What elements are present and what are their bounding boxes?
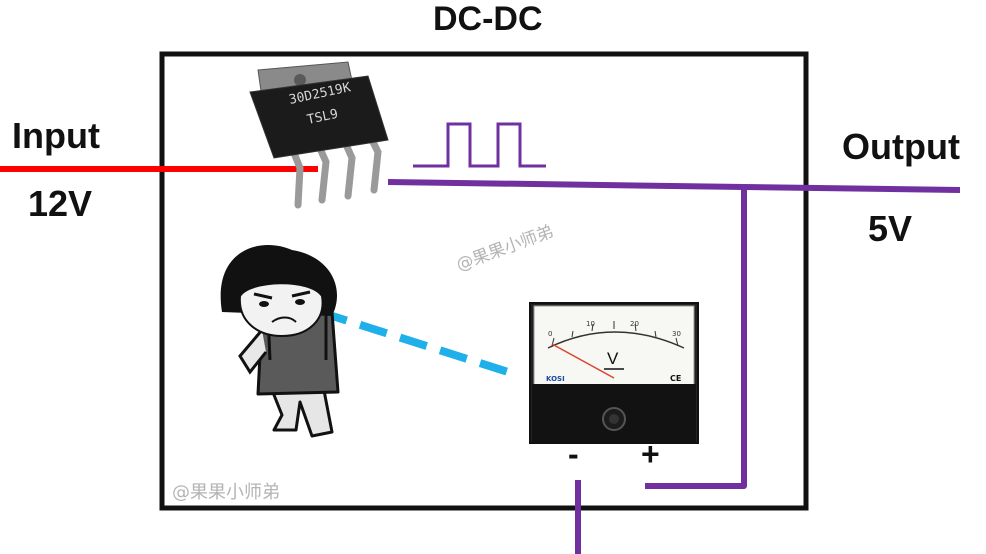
meter-negative-terminal: -: [568, 436, 579, 472]
chip-marking-2: TSL9: [306, 107, 340, 128]
sight-line: [318, 308, 510, 376]
meter-scale-30: 30: [672, 330, 681, 338]
output-voltage: 5V: [868, 208, 913, 249]
meter-scale-0: 0: [548, 330, 552, 338]
meme-character-icon: [220, 245, 340, 438]
meter-positive-terminal: +: [641, 436, 660, 472]
meter-scale-20: 20: [630, 320, 639, 328]
input-voltage: 12V: [28, 183, 93, 224]
mosfet-chip-icon: 30D2519K TSL9: [249, 61, 389, 209]
output-label: Output: [842, 126, 960, 167]
meter-scale-10: 10: [586, 320, 595, 328]
meter-brand: KOSI: [546, 375, 565, 383]
meter-unit: V: [607, 349, 619, 368]
diagram-title: DC-DC: [433, 0, 543, 38]
meter-ce-mark: CE: [670, 374, 681, 383]
voltmeter-icon: 0 10 20 30 V KOSI CE: [529, 302, 699, 444]
input-label: Input: [12, 115, 100, 156]
converter-frame: [159, 51, 809, 511]
watermark-corner: @果果小师弟: [172, 482, 280, 503]
output-wire: [387, 179, 961, 554]
pwm-waveform-icon: [413, 122, 546, 168]
